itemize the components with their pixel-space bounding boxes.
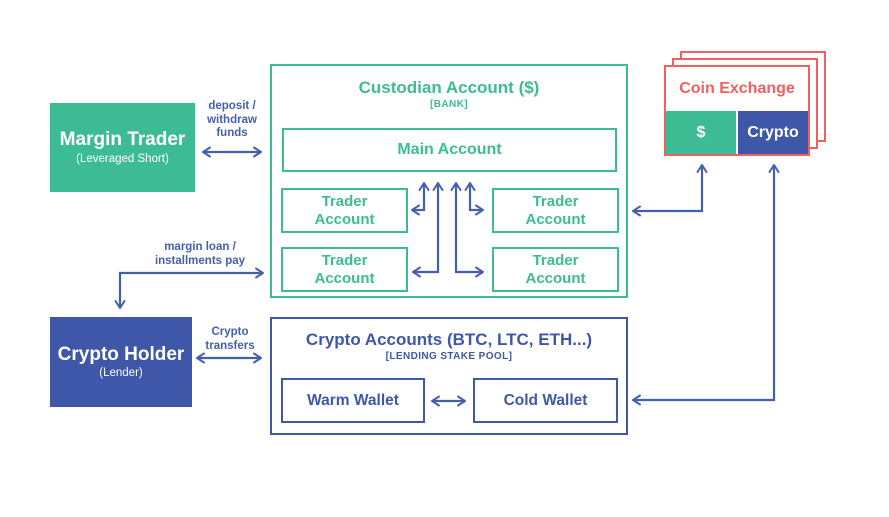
fiat-label: $	[696, 123, 706, 141]
custodian-account-title: Custodian Account ($)	[358, 78, 540, 97]
trader4-main-arrow	[450, 182, 484, 278]
margin-loan-label: margin loan / installments pay	[138, 241, 262, 268]
deposit-withdraw-label-line2: withdraw	[207, 113, 257, 126]
warm-wallet-box: Warm Wallet	[281, 378, 425, 423]
crypto-holder-node: Crypto Holder (Lender)	[50, 317, 192, 407]
crypto-transfers-label: Crypto transfers	[197, 326, 263, 353]
custodian-account-subtitle: [BANK]	[430, 99, 468, 111]
deposit-withdraw-label-line3: funds	[216, 127, 248, 140]
custodian-fiat-arrow	[632, 164, 708, 217]
margin-loan-label-line1: margin loan /	[164, 241, 236, 253]
deposit-withdraw-label: deposit / withdraw funds	[195, 100, 269, 141]
crypto-cell: Crypto	[738, 111, 808, 154]
cryptoaccounts-exchange-arrow	[632, 164, 780, 406]
margin-trader-node: Margin Trader (Leveraged Short)	[50, 103, 195, 192]
margin-trader-subtitle: (Leveraged Short)	[76, 152, 169, 165]
trader-account-label-1: Trader Account	[314, 193, 375, 228]
coin-exchange-assets-row: $ Crypto	[666, 111, 808, 154]
crypto-accounts-title: Crypto Accounts (BTC, LTC, ETH...)	[305, 330, 593, 349]
trader3-main-arrow	[412, 182, 444, 278]
warm-wallet-label: Warm Wallet	[307, 391, 399, 409]
crypto-transfers-label-line2: transfers	[205, 339, 255, 352]
custodian-account-header: Custodian Account ($) [BANK]	[272, 66, 626, 111]
crypto-holder-title: Crypto Holder	[57, 343, 185, 365]
crypto-accounts-container: Crypto Accounts (BTC, LTC, ETH...) [LEND…	[270, 317, 628, 435]
trader-account-label-3: Trader Account	[314, 252, 375, 287]
trader-account-box-3: Trader Account	[281, 247, 408, 292]
trader-account-box-2: Trader Account	[492, 188, 619, 233]
margin-trader-title: Margin Trader	[59, 129, 186, 151]
custodian-account-container: Custodian Account ($) [BANK] Main Accoun…	[270, 64, 628, 298]
fiat-cell: $	[666, 111, 736, 154]
trader2-main-arrow	[464, 182, 484, 216]
crypto-accounts-subtitle: [LENDING STAKE POOL]	[385, 351, 513, 363]
crypto-accounts-header: Crypto Accounts (BTC, LTC, ETH...) [LEND…	[272, 319, 626, 363]
main-account-box: Main Account	[282, 128, 617, 172]
trader1-main-arrow	[411, 182, 430, 216]
margin-loan-arrow	[114, 267, 264, 309]
crypto-label: Crypto	[747, 123, 799, 141]
trader-account-label-4: Trader Account	[525, 252, 586, 287]
margin-loan-label-line2: installments pay	[154, 254, 246, 267]
coin-exchange-title: Coin Exchange	[679, 80, 795, 97]
trader-account-box-4: Trader Account	[492, 247, 619, 292]
main-account-label: Main Account	[397, 141, 502, 158]
cold-wallet-label: Cold Wallet	[503, 391, 588, 409]
deposit-withdraw-label-line1: deposit /	[208, 100, 256, 112]
trader-account-label-2: Trader Account	[525, 193, 586, 228]
trader-account-box-1: Trader Account	[281, 188, 408, 233]
crypto-transfers-label-line1: Crypto	[211, 326, 249, 338]
cold-wallet-box: Cold Wallet	[473, 378, 618, 423]
crypto-holder-subtitle: (Lender)	[99, 367, 143, 380]
coin-exchange-card: Coin Exchange $ Crypto	[664, 65, 810, 156]
